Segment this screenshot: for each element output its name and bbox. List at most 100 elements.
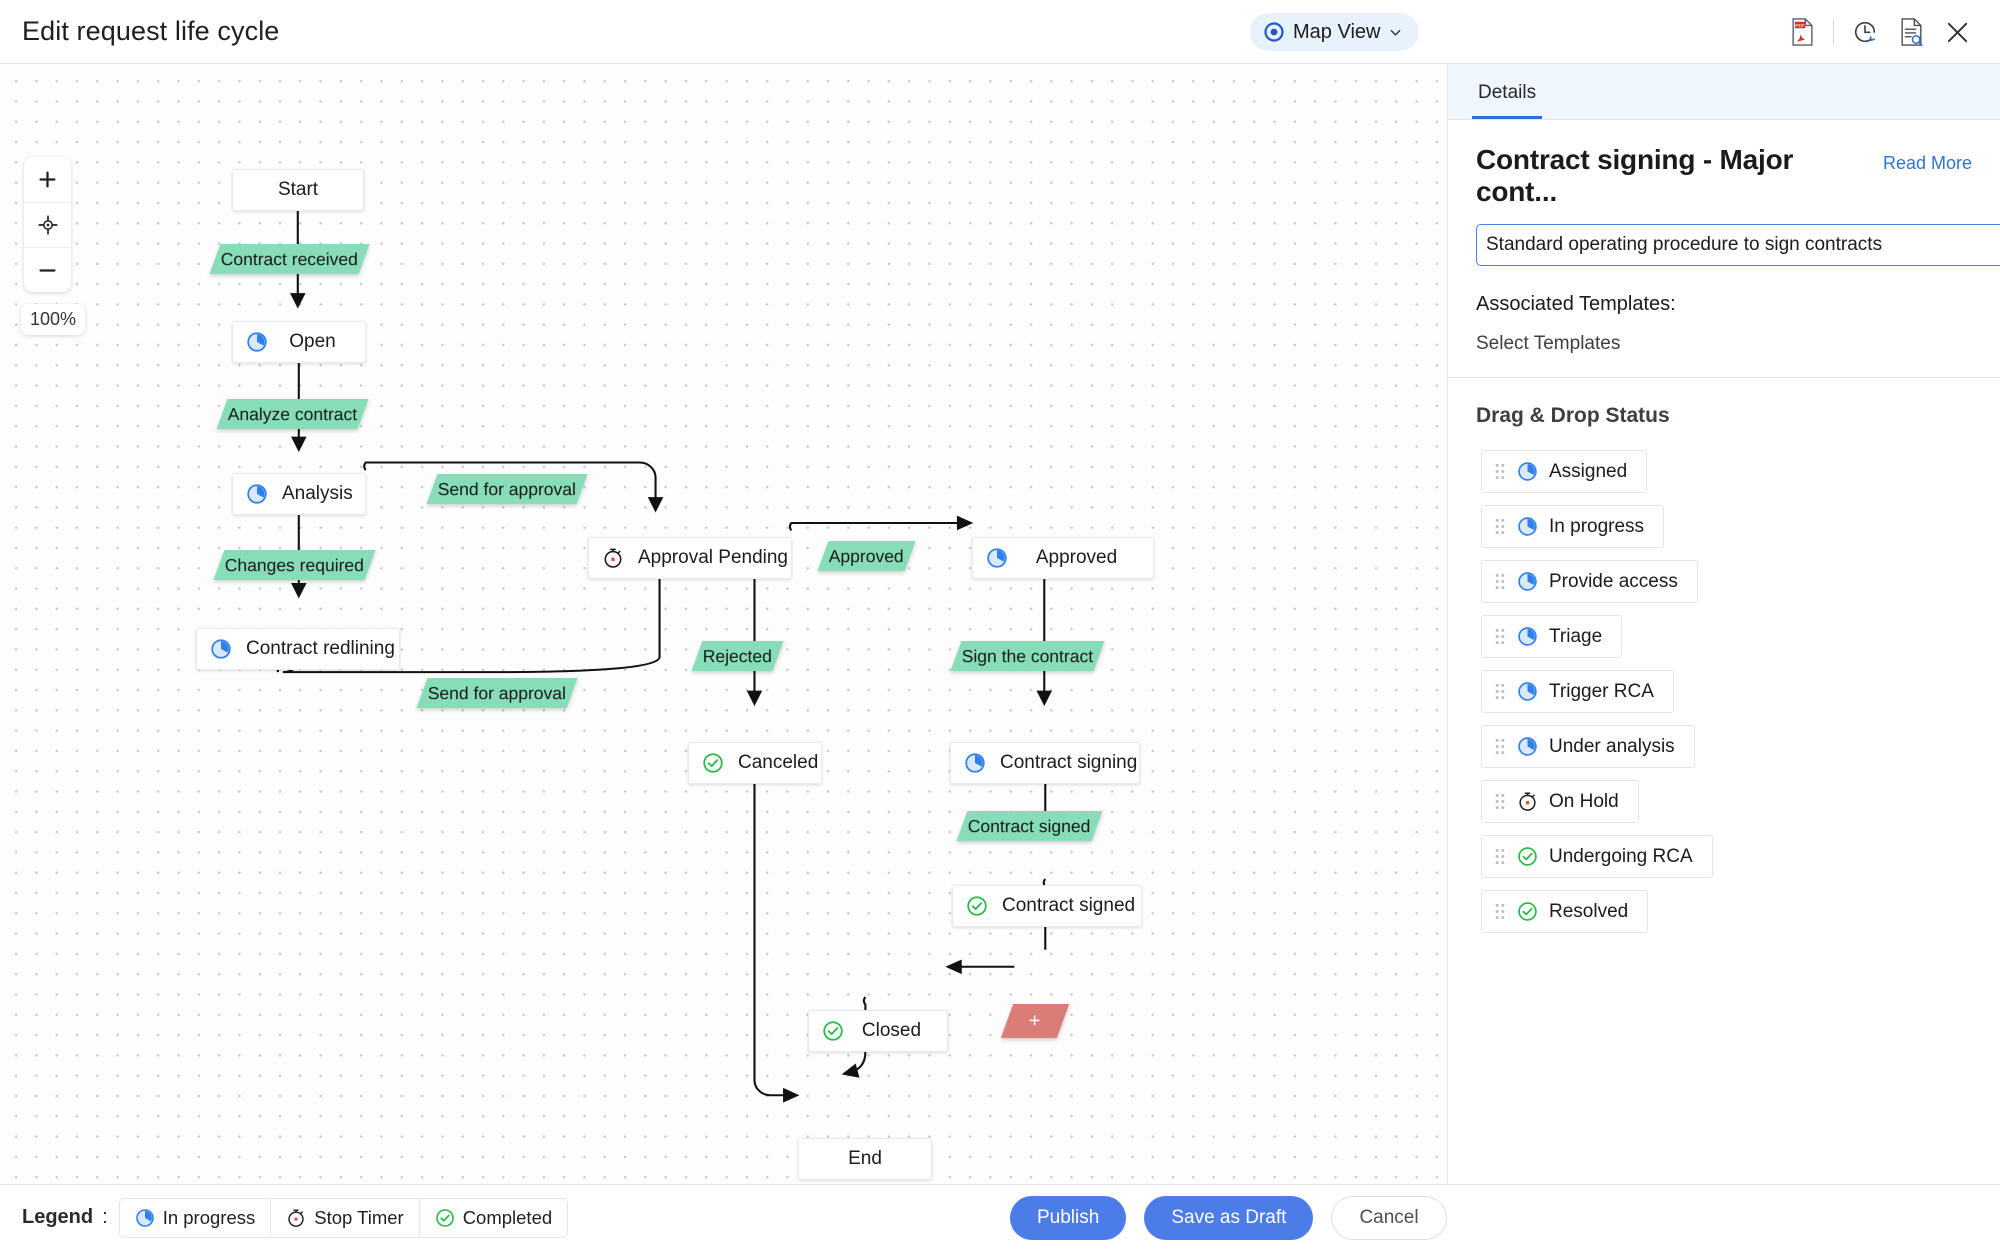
status-item-label: Resolved <box>1549 900 1629 922</box>
description-input[interactable] <box>1476 224 2000 266</box>
drag-handle-icon[interactable] <box>1495 848 1506 865</box>
flow-node-label: Closed <box>861 1020 922 1041</box>
legend-item-in-progress: In progress <box>120 1199 271 1237</box>
in-progress-icon <box>964 752 986 774</box>
status-item-under-analysis[interactable]: Under analysis <box>1481 725 1695 768</box>
status-item-label: Assigned <box>1549 460 1628 482</box>
status-item-undergoing-rca[interactable]: Undergoing RCA <box>1481 835 1713 878</box>
status-item-on-hold[interactable]: On Hold <box>1481 780 1639 823</box>
flow-transition-changes-required[interactable]: Changes required <box>213 550 376 580</box>
flow-transition-analyze-contract[interactable]: Analyze contract <box>216 399 369 429</box>
status-item-resolved[interactable]: Resolved <box>1481 890 1649 933</box>
close-icon[interactable] <box>1934 9 1980 55</box>
flow-transition-label: Changes required <box>225 554 365 575</box>
flow-node-approval-pending[interactable]: Approval Pending <box>588 537 792 579</box>
drag-handle-icon[interactable] <box>1495 903 1506 920</box>
flow-connectors <box>276 202 1054 1103</box>
in-progress-icon <box>1517 626 1538 647</box>
flow-node-end[interactable]: End <box>798 1138 932 1180</box>
map-view-icon <box>1264 22 1284 42</box>
flow-transition-label: Contract signed <box>968 815 1091 836</box>
status-item-label: Triage <box>1549 625 1603 647</box>
read-more-link[interactable]: Read More <box>1882 153 1972 173</box>
flow-node-closed[interactable]: Closed <box>808 1010 948 1052</box>
flow-node-label: Contract signing <box>1000 752 1138 773</box>
in-progress-icon <box>210 638 232 660</box>
status-item-trigger-rca[interactable]: Trigger RCA <box>1481 670 1674 713</box>
page-title: Edit request life cycle <box>22 16 280 46</box>
drag-handle-icon[interactable] <box>1495 628 1506 645</box>
drag-handle-icon[interactable] <box>1495 518 1506 535</box>
legend-colon: : <box>102 1206 108 1228</box>
legend-item-label: Stop Timer <box>314 1206 404 1228</box>
flow-node-start[interactable]: Start <box>232 169 364 211</box>
drag-handle-icon[interactable] <box>1495 793 1506 810</box>
publish-button[interactable]: Publish <box>1010 1196 1127 1240</box>
zoom-in-button[interactable] <box>24 157 71 202</box>
panel-divider <box>1448 377 2000 378</box>
save-as-draft-button[interactable]: Save as Draft <box>1144 1196 1314 1240</box>
flow-node-label: Analysis <box>282 483 353 504</box>
in-progress-icon <box>1517 736 1538 757</box>
stop-timer-icon <box>286 1208 306 1228</box>
completed-icon <box>1517 901 1538 922</box>
zoom-out-button[interactable] <box>24 247 71 292</box>
svg-text:PDF: PDF <box>1795 23 1805 29</box>
header-divider <box>1833 19 1834 45</box>
lifecycle-canvas[interactable]: 100% <box>0 64 1448 1184</box>
status-item-assigned[interactable]: Assigned <box>1481 450 1648 493</box>
flow-transition-contract-signed-tr[interactable]: Contract signed <box>956 811 1103 841</box>
flow-transition-contract-received[interactable]: Contract received <box>209 244 370 274</box>
chevron-down-icon <box>1389 26 1402 39</box>
flow-node-contract-signed[interactable]: Contract signed <box>952 885 1142 927</box>
pdf-export-icon[interactable]: PDF <box>1779 9 1825 55</box>
select-templates-field[interactable]: Select Templates <box>1476 333 1621 354</box>
flow-node-canceled[interactable]: Canceled <box>688 742 822 784</box>
flow-node-open[interactable]: Open <box>232 321 366 363</box>
recenter-button[interactable] <box>24 202 71 247</box>
stop-timer-icon <box>602 547 624 569</box>
in-progress-icon <box>986 547 1008 569</box>
stop-timer-icon <box>1517 791 1538 812</box>
legend-box: In progress Stop Timer Completed <box>118 1197 569 1238</box>
flow-transition-sign-the-contract[interactable]: Sign the contract <box>950 641 1105 671</box>
flow-node-analysis[interactable]: Analysis <box>232 473 366 515</box>
status-item-label: Provide access <box>1549 570 1678 592</box>
flow-node-contract-signing[interactable]: Contract signing <box>950 742 1140 784</box>
flow-transition-send-for-approval-2[interactable]: Send for approval <box>416 678 578 708</box>
cancel-button[interactable]: Cancel <box>1331 1196 1447 1240</box>
flow-transition-label: Rejected <box>703 645 773 666</box>
flow-transition-send-for-approval-1[interactable]: Send for approval <box>426 474 588 504</box>
app-header: Edit request life cycle Map View PDF <box>0 0 2000 64</box>
flow-transition-approved-tr[interactable]: Approved <box>817 541 916 571</box>
audit-log-icon[interactable] <box>1888 9 1934 55</box>
flow-transition-label: Contract received <box>221 248 359 269</box>
legend-label: Legend <box>22 1206 94 1228</box>
status-item-label: Undergoing RCA <box>1549 845 1693 867</box>
legend-item-stop-timer: Stop Timer <box>270 1198 418 1237</box>
status-item-in-progress[interactable]: In progress <box>1481 505 1665 548</box>
status-item-provide-access[interactable]: Provide access <box>1481 560 1698 603</box>
map-view-switcher[interactable]: Map View <box>1250 13 1420 51</box>
lifecycle-name: Contract signing - Major cont... <box>1476 144 1794 207</box>
completed-icon <box>822 1020 844 1042</box>
flow-node-contract-redlining[interactable]: Contract redlining <box>196 628 400 670</box>
flow-node-approved[interactable]: Approved <box>972 537 1154 579</box>
status-item-triage[interactable]: Triage <box>1481 615 1623 658</box>
flow-transition-rejected[interactable]: Rejected <box>691 641 784 671</box>
history-icon[interactable] <box>1842 9 1888 55</box>
tab-details[interactable]: Details <box>1472 82 1543 119</box>
flow-transition-label: Send for approval <box>438 478 577 499</box>
legend-item-label: Completed <box>462 1206 553 1228</box>
drag-handle-icon[interactable] <box>1495 683 1506 700</box>
flow-node-label: Approved <box>1035 547 1118 568</box>
flow-node-label: Canceled <box>738 752 819 773</box>
drag-handle-icon[interactable] <box>1495 573 1506 590</box>
in-progress-icon <box>246 331 268 353</box>
in-progress-icon <box>246 483 268 505</box>
drag-handle-icon[interactable] <box>1495 738 1506 755</box>
status-item-label: In progress <box>1549 515 1645 537</box>
drag-handle-icon[interactable] <box>1495 463 1506 480</box>
